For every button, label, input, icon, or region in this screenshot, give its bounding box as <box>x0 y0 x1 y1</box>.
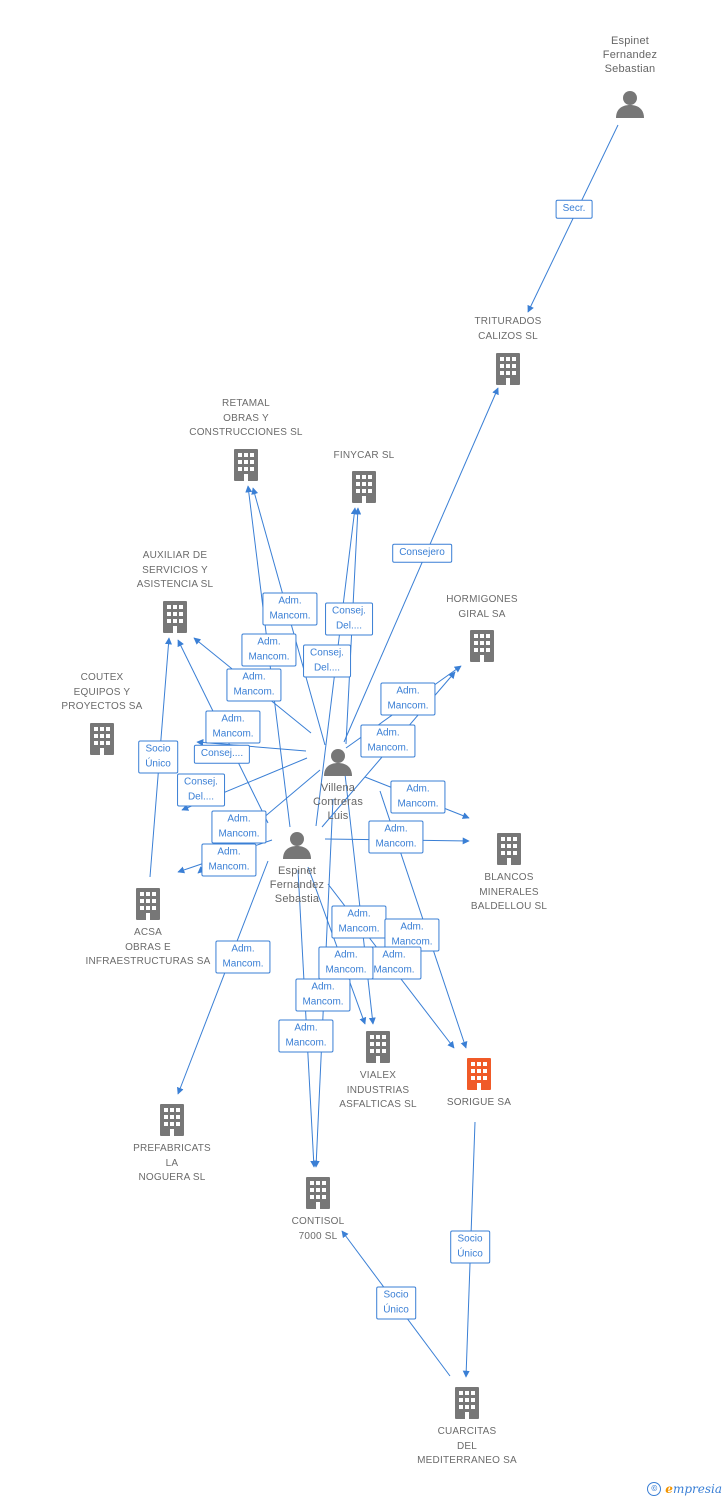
edge-label-villena-to-triturados[interactable]: Consejero <box>392 543 452 563</box>
edge-label-espinet_mid-to-auxiliar[interactable]: Adm. Mancom. <box>205 710 261 744</box>
node-label-acsa[interactable]: ACSA OBRAS E INFRAESTRUCTURAS SA <box>85 927 211 967</box>
node-label-triturados[interactable]: TRITURADOS CALIZOS SL <box>474 316 542 342</box>
edge-villena-to-vialex <box>344 773 376 1025</box>
node-label-retamal[interactable]: RETAMAL OBRAS Y CONSTRUCCIONES SL <box>189 398 303 438</box>
edge-espinet_mid-to-contisol <box>297 869 318 1168</box>
building-icon-auxiliar[interactable] <box>163 601 187 633</box>
building-icon-contisol[interactable] <box>306 1177 330 1209</box>
person-icon-villena[interactable] <box>324 749 352 776</box>
building-icon-vialex[interactable] <box>366 1031 390 1063</box>
edge-label-acsa-to-auxiliar[interactable]: Socio Único <box>138 740 178 774</box>
edge-label-villena-to-contisol[interactable]: Adm. Mancom. <box>318 946 374 980</box>
node-label-hormigones[interactable]: HORMIGONES GIRAL SA <box>446 594 518 620</box>
brand-name: empresia <box>665 1482 722 1496</box>
edge-label-espinet_mid-to-retamal[interactable]: Adm. Mancom. <box>262 592 318 626</box>
building-icon-cuarcitas[interactable] <box>455 1387 479 1419</box>
copyright-icon: © <box>647 1482 662 1496</box>
person-icon-espinet_mid[interactable] <box>283 832 311 859</box>
edge-espinet_top-to-triturados <box>527 124 619 313</box>
node-label-cuarcitas[interactable]: CUARCITAS DEL MEDITERRANEO SA <box>417 1426 517 1466</box>
edge-label-villena-to-blancos[interactable]: Adm. Mancom. <box>390 780 446 814</box>
edge-label-espinet_mid-to-blancos[interactable]: Adm. Mancom. <box>368 820 424 854</box>
node-label-espinet_top[interactable]: Espinet Fernandez Sebastian <box>602 35 658 75</box>
node-label-finycar[interactable]: FINYCAR SL <box>333 450 395 461</box>
edge-villena-to-triturados <box>343 387 499 743</box>
edge-label-villena-to-auxiliar[interactable]: Adm. Mancom. <box>226 668 282 702</box>
edge-label-espinet_mid-to-finycar[interactable]: Consej. Del.... <box>303 644 351 678</box>
edge-label-villena-to-acsa[interactable]: Consej. Del.... <box>177 773 225 807</box>
person-icon-espinet_top[interactable] <box>616 91 644 118</box>
building-icon-sorigue[interactable] <box>467 1058 491 1090</box>
edge-label-espinet_mid-to-contisol[interactable]: Adm. Mancom. <box>278 1019 334 1053</box>
building-icon-triturados[interactable] <box>496 353 520 385</box>
building-icon-blancos[interactable] <box>497 833 521 865</box>
edge-label-espinet_mid-to-sorigue[interactable]: Adm. Mancom. <box>366 946 422 980</box>
edge-espinet_mid-to-vialex <box>307 866 367 1025</box>
edge-label-cuarcitas-to-contisol[interactable]: Socio Único <box>376 1286 416 1320</box>
building-icon-retamal[interactable] <box>234 449 258 481</box>
node-label-coutex[interactable]: COUTEX EQUIPOS Y PROYECTOS SA <box>61 672 143 712</box>
node-label-blancos[interactable]: BLANCOS MINERALES BALDELLOU SL <box>470 872 548 912</box>
edge-label-espinet_mid-to-hormigones[interactable]: Adm. Mancom. <box>360 724 416 758</box>
building-icon-prefabricats[interactable] <box>160 1104 184 1136</box>
node-label-auxiliar[interactable]: AUXILIAR DE SERVICIOS Y ASISTENCIA SL <box>136 550 214 590</box>
node-label-contisol[interactable]: CONTISOL 7000 SL <box>291 1216 345 1242</box>
edge-label-espinet_top-to-triturados[interactable]: Secr. <box>555 199 593 219</box>
brand-logo[interactable]: © empresia <box>647 1482 722 1496</box>
building-icon-finycar[interactable] <box>352 471 376 503</box>
node-label-villena[interactable]: Villena Contreras Luis <box>312 782 364 822</box>
edge-label-villena-to-hormigones[interactable]: Adm. Mancom. <box>380 682 436 716</box>
edge-label-sorigue-to-cuarcitas[interactable]: Socio Único <box>450 1230 490 1264</box>
edge-label-villena-to-finycar[interactable]: Consej. Del.... <box>325 602 373 636</box>
node-label-espinet_mid[interactable]: Espinet Fernandez Sebastia <box>269 865 325 905</box>
edge-villena-to-auxiliar <box>196 739 307 752</box>
edge-label-espinet_mid-to-prefabricats[interactable]: Adm. Mancom. <box>215 940 271 974</box>
node-label-sorigue[interactable]: SORIGUE SA <box>446 1097 512 1108</box>
edge-espinet_mid-to-prefabricats <box>177 860 269 1095</box>
edge-label-espinet_mid-to-acsa[interactable]: Adm. Mancom. <box>211 810 267 844</box>
node-label-prefabricats[interactable]: PREFABRICATS LA NOGUERA SL <box>133 1143 211 1183</box>
edge-label-villena-to-acsa[interactable]: Adm. Mancom. <box>201 843 257 877</box>
edge-label-villena-to-auxiliar[interactable]: Consej.... <box>193 744 251 764</box>
building-icon-coutex[interactable] <box>90 723 114 755</box>
building-icon-acsa[interactable] <box>136 888 160 920</box>
edge-label-villena-to-vialex[interactable]: Adm. Mancom. <box>331 905 387 939</box>
node-label-vialex[interactable]: VIALEX INDUSTRIAS ASFALTICAS SL <box>339 1070 417 1110</box>
edge-label-espinet_mid-to-vialex[interactable]: Adm. Mancom. <box>295 978 351 1012</box>
edge-label-villena-to-retamal[interactable]: Adm. Mancom. <box>241 633 297 667</box>
building-icon-hormigones[interactable] <box>470 630 494 662</box>
